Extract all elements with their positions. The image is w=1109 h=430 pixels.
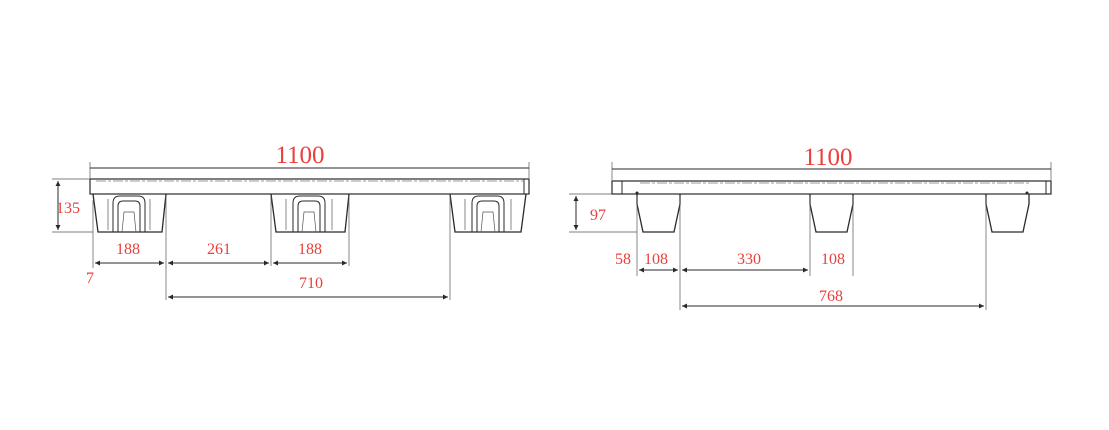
left-height-dimension: 135	[52, 178, 93, 233]
right-foot-2-label: 108	[821, 251, 845, 268]
right-block-1	[636, 194, 681, 233]
right-block-3	[985, 194, 1030, 233]
right-foot-dimension-chain: 58 108 330 108	[615, 251, 845, 273]
right-offset-label: 58	[615, 251, 631, 268]
left-height-label: 135	[56, 200, 80, 217]
left-span-label: 710	[299, 275, 323, 292]
right-gap-label: 330	[737, 251, 761, 268]
left-block-1	[92, 193, 167, 233]
left-foot-dimension-chain: 188 261 188	[95, 241, 347, 266]
left-deck-board	[89, 178, 530, 195]
right-span-label: 768	[819, 288, 843, 305]
left-block-2	[270, 193, 350, 233]
right-block-2	[809, 194, 854, 233]
right-span-dimension: 768	[682, 288, 984, 309]
right-overall-width-dimension: 1100	[611, 144, 1052, 180]
left-overall-width-dimension: 1100	[89, 142, 530, 178]
right-height-dimension: 97	[569, 193, 637, 233]
right-foot-1-label: 108	[644, 251, 668, 268]
right-deck-board	[611, 180, 1052, 195]
right-view: 1100 97	[569, 144, 1052, 310]
right-height-label: 97	[590, 207, 606, 224]
left-view: 1100	[52, 142, 530, 300]
left-foot-2-label: 188	[298, 241, 322, 258]
left-block-3	[449, 193, 527, 233]
left-span-dimension: 710	[168, 275, 448, 300]
right-overall-width-label: 1100	[803, 144, 852, 171]
left-foot-1-label: 188	[116, 241, 140, 258]
left-gap-label: 261	[207, 241, 231, 258]
left-overall-width-label: 1100	[275, 142, 324, 169]
left-offset-label: 7	[86, 270, 94, 287]
